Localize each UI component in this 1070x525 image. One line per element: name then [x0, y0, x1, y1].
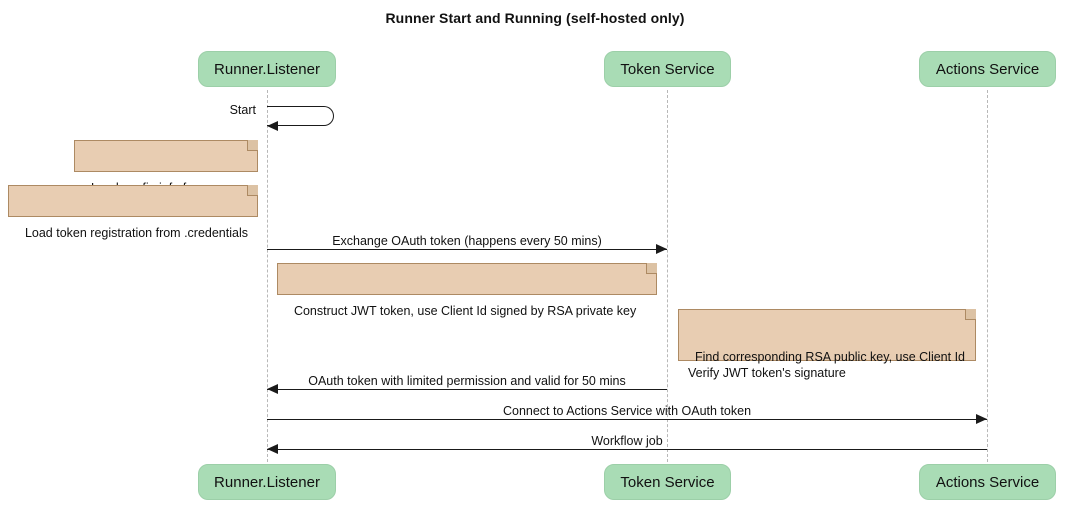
lifeline-token	[667, 90, 668, 462]
message-exchange-oauth-token-label: Exchange OAuth token (happens every 50 m…	[332, 234, 602, 248]
message-start-label: Start	[229, 103, 256, 117]
participant-actions-service-bottom[interactable]: Actions Service	[919, 464, 1056, 500]
participant-token-service-bottom[interactable]: Token Service	[604, 464, 731, 500]
participant-label: Token Service	[620, 473, 715, 491]
note-fold-corner-icon	[247, 140, 258, 151]
note-text: Load token registration from .credential…	[24, 226, 248, 240]
note-fold-corner-icon	[646, 263, 657, 274]
participant-label: Actions Service	[935, 60, 1040, 78]
note-construct-jwt: Construct JWT token, use Client Id signe…	[277, 263, 657, 318]
lifeline-runner	[267, 90, 268, 462]
note-text: Find corresponding RSA public key, use C…	[688, 350, 966, 380]
participant-runner-listener-bottom[interactable]: Runner.Listener	[198, 464, 336, 500]
note-text: Construct JWT token, use Client Id signe…	[293, 304, 637, 318]
lifeline-actions	[987, 90, 988, 462]
participant-label: Token Service	[620, 60, 715, 78]
message-workflow-job-label: Workflow job	[591, 434, 663, 448]
participant-label: Runner.Listener	[214, 473, 320, 491]
message-oauth-token-returned-arrowhead	[267, 384, 278, 394]
participant-token-service-top[interactable]: Token Service	[604, 51, 731, 87]
message-oauth-token-returned-line	[267, 389, 667, 390]
message-connect-actions-service-line	[267, 419, 987, 420]
note-fold-corner-icon	[965, 309, 976, 320]
message-connect-actions-service-label: Connect to Actions Service with OAuth to…	[502, 404, 752, 418]
message-exchange-oauth-token-line	[267, 249, 667, 250]
message-start-selfloop	[267, 106, 334, 126]
note-verify-jwt: Find corresponding RSA public key, use C…	[678, 309, 976, 380]
note-load-config: Load config info from .runner	[74, 140, 258, 195]
participant-label: Runner.Listener	[214, 60, 320, 78]
message-workflow-job-arrowhead	[267, 444, 278, 454]
note-fold-corner-icon	[247, 185, 258, 196]
message-workflow-job-line	[267, 449, 987, 450]
message-connect-actions-service-arrowhead	[976, 414, 987, 424]
message-oauth-token-returned-label: OAuth token with limited permission and …	[308, 374, 626, 388]
note-load-token-registration: Load token registration from .credential…	[8, 185, 258, 240]
message-exchange-oauth-token-arrowhead	[656, 244, 667, 254]
participant-runner-listener-top[interactable]: Runner.Listener	[198, 51, 336, 87]
participant-label: Actions Service	[935, 473, 1040, 491]
participant-actions-service-top[interactable]: Actions Service	[919, 51, 1056, 87]
page-title: Runner Start and Running (self-hosted on…	[385, 10, 685, 26]
message-start-arrowhead	[267, 121, 278, 131]
